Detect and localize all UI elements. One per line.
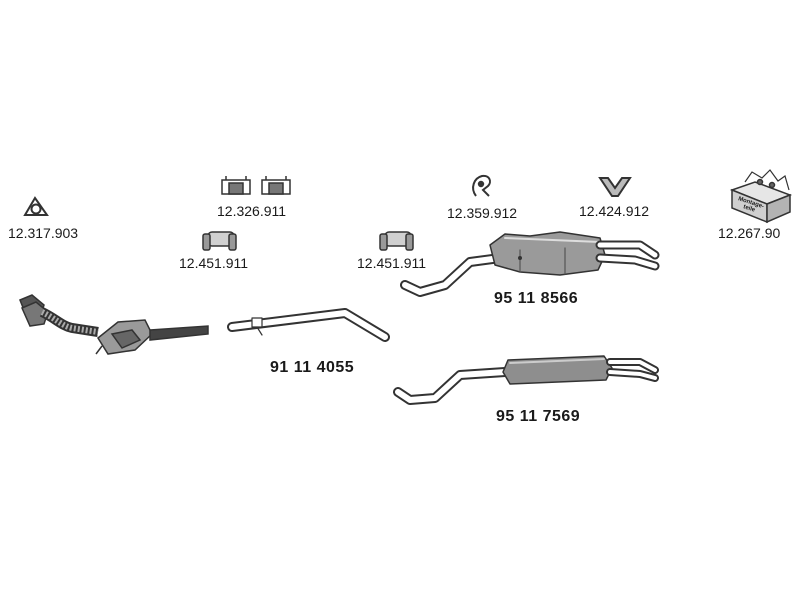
rear-silencer-b-part[interactable] — [393, 355, 659, 405]
gasket-part-number: 12.317.903 — [8, 225, 79, 241]
mounting-kit-part-number: 12.267.90 — [718, 225, 781, 241]
gasket-part[interactable] — [23, 196, 49, 216]
rubber-mounts-part-number: 12.326.911 — [217, 203, 287, 219]
middle-pipe-part-number: 91 11 4055 — [270, 359, 355, 376]
clamp-left-part[interactable] — [202, 231, 237, 251]
v-hanger-part-number: 12.424.912 — [579, 203, 650, 219]
rear-silencer-a-part[interactable] — [400, 231, 660, 297]
rubber-mount-right-part[interactable] — [261, 176, 291, 195]
rubber-mount-left-part[interactable] — [221, 176, 251, 195]
clamp-left-part-number: 12.451.911 — [179, 255, 249, 271]
clamp-right-part[interactable] — [379, 231, 414, 251]
hanger-hook-part[interactable] — [472, 174, 491, 197]
rear-silencer-b-part-number: 95 11 7569 — [496, 408, 581, 425]
rear-silencer-a-part-number: 95 11 8566 — [494, 290, 579, 307]
hanger-hook-part-number: 12.359.912 — [447, 205, 518, 221]
v-hanger-part[interactable] — [598, 177, 632, 197]
clamp-right-part-number: 12.451.911 — [357, 255, 427, 271]
middle-pipe-part[interactable] — [227, 308, 390, 342]
catalytic-converter-part[interactable] — [19, 294, 209, 355]
mounting-kit-box[interactable] — [729, 169, 793, 224]
